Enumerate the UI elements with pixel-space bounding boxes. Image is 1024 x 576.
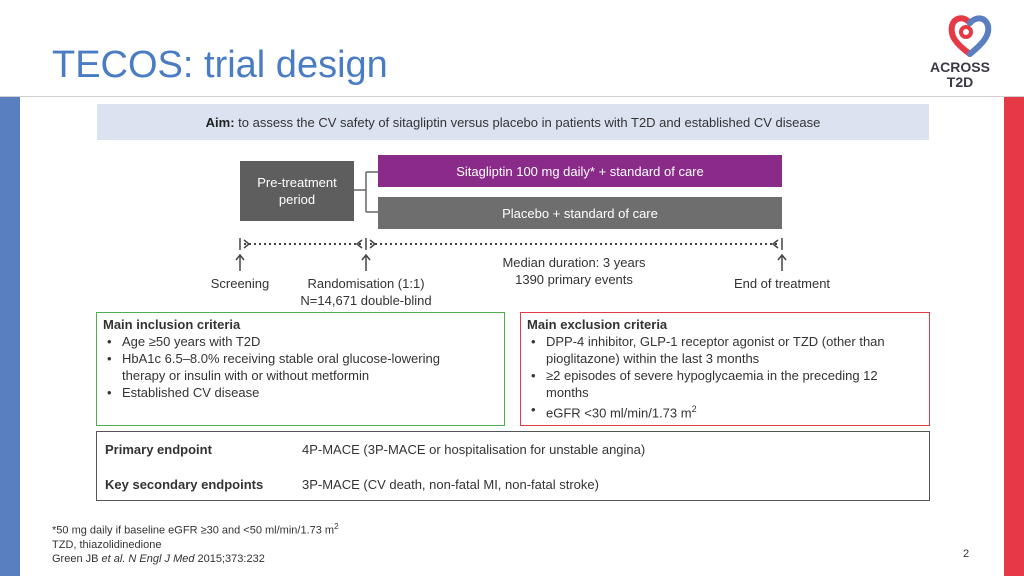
- median-duration: Median duration: 3 years: [502, 255, 646, 270]
- inclusion-list: Age ≥50 years with T2D HbA1c 6.5–8.0% re…: [103, 333, 498, 401]
- left-accent-bar: [0, 97, 20, 576]
- randomisation-label: Randomisation (1:1) N=14,671 double-blin…: [276, 275, 456, 309]
- exclusion-item: ≥2 episodes of severe hypoglycaemia in t…: [527, 367, 923, 401]
- inclusion-criteria-box: Main inclusion criteria Age ≥50 years wi…: [96, 312, 505, 426]
- footnote-reference: Green JB et al. N Engl J Med 2015;373:23…: [52, 552, 339, 566]
- ref-author: Green JB: [52, 552, 102, 565]
- randomisation-text: Randomisation (1:1): [307, 276, 425, 291]
- exclusion-heading: Main exclusion criteria: [527, 317, 668, 332]
- primary-endpoint-value: 4P-MACE (3P-MACE or hospitalisation for …: [302, 442, 646, 457]
- right-accent-bar: [1004, 97, 1024, 576]
- title-divider: [0, 96, 1024, 97]
- timeline-arrowheads: [243, 239, 779, 249]
- footnote-dose-text: *50 mg daily if baseline eGFR ≥30 and <5…: [52, 524, 335, 537]
- duration-label: Median duration: 3 years 1390 primary ev…: [484, 254, 664, 288]
- ref-journal: et al. N Engl J Med: [101, 552, 195, 565]
- footnotes: *50 mg daily if baseline eGFR ≥30 and <5…: [52, 520, 339, 566]
- primary-endpoint-label: Primary endpoint: [105, 442, 212, 457]
- sitagliptin-arm: Sitagliptin 100 mg daily* + standard of …: [378, 155, 782, 187]
- inclusion-item: Established CV disease: [103, 384, 498, 401]
- exclusion-item: DPP-4 inhibitor, GLP-1 receptor agonist …: [527, 333, 923, 367]
- placebo-arm-label: Placebo + standard of care: [502, 205, 658, 221]
- inclusion-heading: Main inclusion criteria: [103, 317, 241, 332]
- screening-label: Screening: [210, 276, 270, 291]
- aim-label: Aim:: [205, 114, 235, 130]
- pretreatment-label: Pre-treatment period: [257, 175, 337, 207]
- aim-text: to assess the CV safety of sitagliptin v…: [234, 114, 821, 130]
- secondary-endpoint-value: 3P-MACE (CV death, non-fatal MI, non-fat…: [302, 477, 599, 492]
- up-arrows: [235, 253, 787, 271]
- primary-events: 1390 primary events: [515, 272, 633, 287]
- end-of-treatment-label: End of treatment: [733, 276, 831, 291]
- logo-text: ACROSS T2D: [926, 60, 994, 90]
- randomisation-n: N=14,671 double-blind: [300, 293, 432, 308]
- secondary-endpoint-row: Key secondary endpoints 3P-MACE (CV death…: [105, 477, 599, 492]
- pretreatment-box: Pre-treatment period: [240, 161, 354, 221]
- across-t2d-logo-icon: [948, 15, 992, 57]
- sitagliptin-arm-label: Sitagliptin 100 mg daily* + standard of …: [456, 163, 704, 179]
- exclusion-item: eGFR <30 ml/min/1.73 m2: [527, 401, 923, 421]
- exclusion-criteria-box: Main exclusion criteria DPP-4 inhibitor,…: [520, 312, 930, 426]
- ref-rest: 2015;373:232: [194, 552, 265, 565]
- exclusion-list: DPP-4 inhibitor, GLP-1 receptor agonist …: [527, 333, 923, 421]
- secondary-endpoint-label: Key secondary endpoints: [105, 477, 264, 492]
- footnote-tzd: TZD, thiazolidinedione: [52, 538, 162, 551]
- endpoints-box: Primary endpoint 4P-MACE (3P-MACE or hosp…: [96, 431, 930, 501]
- egfr-text: eGFR <30 ml/min/1.73 m: [546, 405, 692, 421]
- page-number: 2: [963, 548, 970, 560]
- page-title: TECOS: trial design: [52, 44, 388, 86]
- primary-endpoint-row: Primary endpoint 4P-MACE (3P-MACE or hosp…: [105, 442, 645, 457]
- footnote-dose-sup: 2: [334, 522, 339, 531]
- aim-banner: Aim: to assess the CV safety of sitaglip…: [97, 104, 929, 140]
- logo-line-1: ACROSS: [930, 59, 990, 75]
- inclusion-item: Age ≥50 years with T2D: [103, 333, 498, 350]
- logo-line-2: T2D: [946, 74, 974, 90]
- footnote-dose: *50 mg daily if baseline eGFR ≥30 and <5…: [52, 520, 339, 538]
- inclusion-item: HbA1c 6.5–8.0% receiving stable oral glu…: [103, 350, 498, 384]
- placebo-arm: Placebo + standard of care: [378, 197, 782, 229]
- egfr-sup: 2: [691, 404, 697, 414]
- branch-connector: [354, 171, 378, 213]
